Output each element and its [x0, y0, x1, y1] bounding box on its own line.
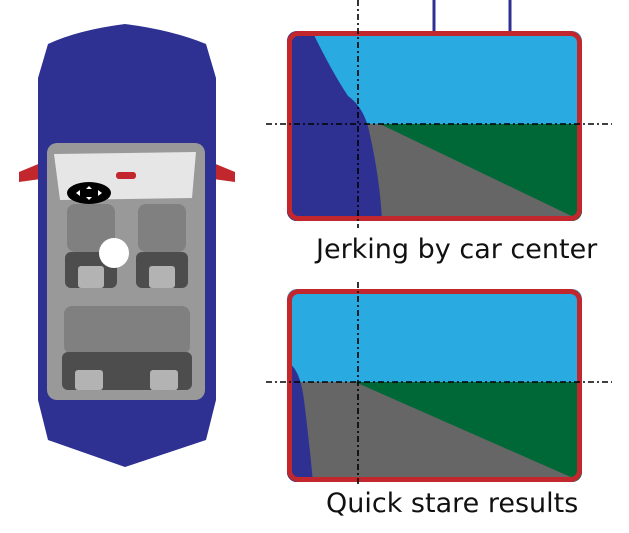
view-panel-quick-stare — [287, 289, 582, 482]
dashboard-indicator — [116, 172, 136, 179]
car-top-view — [19, 24, 235, 467]
road — [287, 382, 582, 482]
view-frame — [287, 31, 582, 221]
view-panel-jerking — [287, 31, 582, 221]
driver-head — [99, 238, 129, 268]
view-frame — [287, 289, 582, 482]
caption-jerking-by-car-center: Jerking by car center — [316, 234, 598, 265]
passenger-seat — [136, 204, 188, 288]
rear-bench-seat — [62, 306, 192, 390]
steering-wheel — [67, 182, 111, 204]
car-a-pillar — [287, 362, 313, 482]
caption-quick-stare-results: Quick stare results — [326, 488, 579, 519]
